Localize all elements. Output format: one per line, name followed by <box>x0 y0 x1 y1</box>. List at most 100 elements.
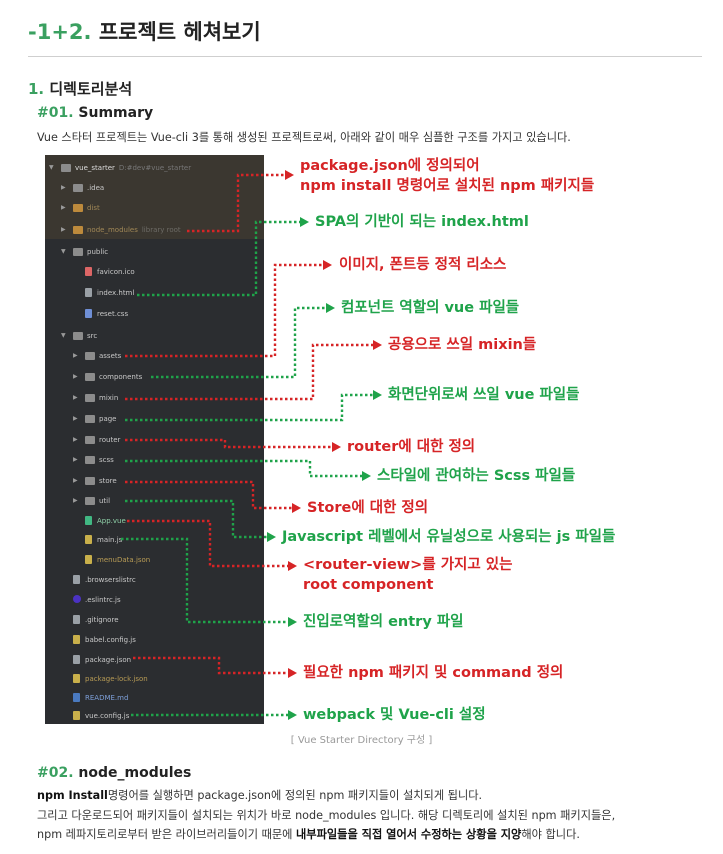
tree-label-browserslistrc: .browserslistrc <box>85 576 136 584</box>
annotation-package-line1: package.json에 정의되어 <box>300 158 480 174</box>
tree-row-babel-config[interactable]: babel.config.js <box>73 631 136 649</box>
tree-label-app-vue: App.vue <box>97 517 126 525</box>
tree-row-menu-data[interactable]: menuData.json <box>85 551 150 569</box>
folder-icon <box>85 373 95 381</box>
folder-icon <box>85 477 95 485</box>
tree-label-reset-css: reset.css <box>97 310 129 318</box>
tree-row-public[interactable]: ▼public <box>61 243 108 261</box>
tree-label-gitignore: .gitignore <box>85 616 119 624</box>
node-modules-heading: #02. node_modules <box>37 765 191 781</box>
eslint-icon <box>73 595 81 603</box>
json-file-icon <box>85 555 92 564</box>
tree-row-mixin[interactable]: ▶ mixin <box>73 389 118 407</box>
node-modules-title: node_modules <box>78 765 192 781</box>
tree-label-idea: .idea <box>87 184 105 192</box>
tree-row-scss[interactable]: ▶ scss <box>73 451 114 469</box>
js-file-icon <box>73 635 80 644</box>
tree-row-store[interactable]: ▶store <box>73 472 117 490</box>
tree-row-components[interactable]: ▶ components <box>73 368 142 386</box>
tree-label-assets: assets <box>99 352 122 360</box>
annotation-store: Store에 대한 정의 <box>307 500 429 516</box>
section-title: 디렉토리분석 <box>49 80 133 98</box>
tree-row-main-js[interactable]: main.js <box>85 531 122 549</box>
chevron-right-icon: ▶ <box>73 415 78 422</box>
tree-row-util[interactable]: ▶util <box>73 492 110 510</box>
tree-row-reset-css[interactable]: reset.css <box>85 305 128 323</box>
tree-label-util: util <box>99 497 111 505</box>
section-number: 1. <box>28 80 45 98</box>
tree-row-package-json[interactable]: package.json <box>73 651 131 669</box>
json-file-icon <box>73 674 80 683</box>
figure-caption: [ Vue Starter Directory 구성 ] <box>290 735 433 746</box>
tree-row-router[interactable]: ▶router <box>73 431 120 449</box>
tree-label-favicon: favicon.ico <box>97 268 135 276</box>
title-divider <box>28 56 702 57</box>
section-heading: 1. 디렉토리분석 <box>28 78 132 99</box>
tree-label-eslintrc: .eslintrc.js <box>85 596 121 604</box>
tree-library-root-hint: library root <box>141 226 181 234</box>
summary-text: Vue 스타터 프로젝트는 Vue-cli 3를 통해 생성된 프로젝트로써, … <box>37 131 571 144</box>
page-title: -1+2. 프로젝트 헤쳐보기 <box>28 16 261 46</box>
tree-label-scss: scss <box>99 456 114 464</box>
para-3-c: 해야 합니다. <box>521 828 580 841</box>
tree-label-store: store <box>99 477 117 485</box>
folder-icon <box>85 456 95 464</box>
annotation-npm-def: 필요한 npm 패키지 및 command 정의 <box>303 665 564 681</box>
tree-label-mixin: mixin <box>99 394 119 402</box>
tree-row-vue-config[interactable]: vue.config.js <box>73 707 129 725</box>
chevron-right-icon: ▶ <box>73 373 78 380</box>
chevron-down-icon: ▼ <box>49 164 54 171</box>
tree-root-path: D:#dev#vue_starter <box>118 164 192 172</box>
annotation-webpack: webpack 및 Vue-cli 설정 <box>303 707 486 723</box>
tree-row-browserslistrc[interactable]: .browserslistrc <box>73 571 136 589</box>
vue-file-icon <box>85 516 92 525</box>
tree-label-package-json: package.json <box>85 656 132 664</box>
chevron-right-icon: ▶ <box>73 352 78 359</box>
folder-icon <box>73 248 83 256</box>
node-modules-number: #02. <box>37 765 74 781</box>
chevron-right-icon: ▶ <box>73 456 78 463</box>
folder-icon <box>85 352 95 360</box>
tree-label-main-js: main.js <box>97 536 123 544</box>
chevron-right-icon: ▶ <box>61 226 66 233</box>
tree-row-index-html[interactable]: index.html <box>85 284 134 302</box>
tree-row-package-lock[interactable]: package-lock.json <box>73 670 148 688</box>
tree-label-package-lock: package-lock.json <box>85 675 148 683</box>
tree-row-assets[interactable]: ▶ assets <box>73 347 121 365</box>
annotation-spa: SPA의 기반이 되는 index.html <box>315 214 529 230</box>
annotation-mixin: 공용으로 쓰일 mixin들 <box>388 337 537 353</box>
tree-row-eslintrc[interactable]: .eslintrc.js <box>73 591 121 609</box>
annotation-scss: 스타일에 관여하는 Scss 파일들 <box>377 468 576 484</box>
tree-label-page: page <box>99 415 117 423</box>
tree-label-router: router <box>99 436 121 444</box>
tree-row-idea[interactable]: ▶ .idea <box>61 179 104 197</box>
tree-root-name: vue_starter <box>75 164 115 172</box>
chevron-right-icon: ▶ <box>61 204 66 211</box>
tree-row-gitignore[interactable]: .gitignore <box>73 611 119 629</box>
page-title-number: -1+2. <box>28 20 92 44</box>
chevron-down-icon: ▼ <box>61 332 66 339</box>
git-file-icon <box>73 615 80 624</box>
tree-row-src[interactable]: ▼src <box>61 327 97 345</box>
annotation-page: 화면단위로써 쓰일 vue 파일들 <box>388 387 580 403</box>
tree-row-app-vue[interactable]: App.vue <box>85 512 126 530</box>
tree-label-components: components <box>99 373 143 381</box>
node-modules-para-1: npm Install명령어를 실행하면 package.json에 정의된 n… <box>37 787 482 803</box>
folder-icon <box>85 436 95 444</box>
chevron-right-icon: ▶ <box>73 394 78 401</box>
tree-row-dist[interactable]: ▶dist <box>61 199 100 217</box>
tree-row-favicon[interactable]: favicon.ico <box>85 263 135 281</box>
folder-icon <box>73 226 83 234</box>
tree-row-page[interactable]: ▶ page <box>73 410 116 428</box>
tree-label-readme: README.md <box>85 694 129 702</box>
annotation-app-line1: <router-view>를 가지고 있는 <box>303 557 513 573</box>
chevron-right-icon: ▶ <box>61 184 66 191</box>
annotation-app-line2: root component <box>303 577 434 593</box>
markdown-file-icon <box>73 693 80 702</box>
tree-row-readme[interactable]: README.md <box>73 689 128 707</box>
annotation-static: 이미지, 폰트등 정적 리소스 <box>339 257 507 273</box>
